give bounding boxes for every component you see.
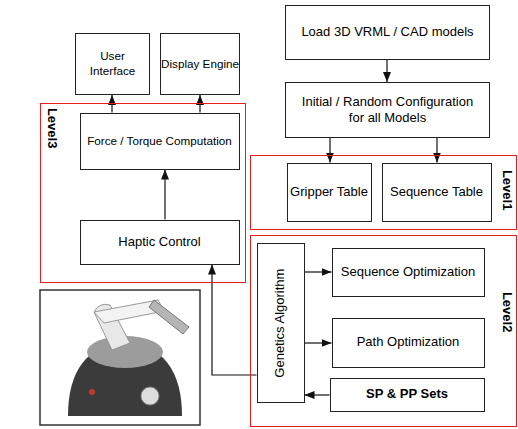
device-stylus <box>149 300 189 334</box>
box-label: Force / Torque Computation <box>87 134 232 149</box>
process-box: Sequence Optimization <box>332 248 485 297</box>
process-box: Load 3D VRML / CAD models <box>285 5 490 60</box>
level-label: Level3 <box>44 107 60 147</box>
device-logo <box>89 389 95 395</box>
process-box: Initial / Random Configuration for all M… <box>285 82 490 138</box>
arrow-connector <box>305 342 332 343</box>
photo-frame <box>40 290 200 425</box>
box-label: Path Optimization <box>357 334 460 350</box>
algorithm-box: Genetics Algorithm <box>257 243 305 403</box>
process-box: User Interface <box>75 33 150 95</box>
arrow-connector <box>164 170 165 220</box>
process-box: Path Optimization <box>332 318 485 368</box>
box-label: Sequence Optimization <box>341 264 475 280</box>
process-box: Display Engine <box>160 33 240 95</box>
arrow-connector <box>305 271 332 272</box>
process-box: Haptic Control <box>80 220 240 265</box>
level-region: Level2 Genetics Algorithm Sequence Optimiz… <box>250 235 517 427</box>
box-label: Sequence Table <box>390 184 483 200</box>
process-box: SP & PP Sets <box>330 378 485 412</box>
arrow-connector <box>436 138 437 163</box>
box-label: Genetics Algorithm <box>272 268 288 377</box>
device-button <box>141 387 159 405</box>
process-box: Gripper Table <box>287 163 372 222</box>
box-label: Load 3D VRML / CAD models <box>301 24 473 40</box>
level-label: Level1 <box>499 169 515 209</box>
box-label: User Interface <box>76 49 149 78</box>
box-label: Initial / Random Configuration for all M… <box>302 94 474 127</box>
box-label: Haptic Control <box>118 234 200 250</box>
level-region: Level1 Gripper Table Sequence Table <box>250 155 517 230</box>
level-label: Level2 <box>499 291 515 331</box>
box-label: Display Engine <box>161 57 239 72</box>
box-label: SP & PP Sets <box>366 386 448 402</box>
box-label: Gripper Table <box>290 184 368 200</box>
arrow-connector <box>386 60 387 82</box>
arrow-connector <box>305 394 330 395</box>
process-box: Sequence Table <box>382 163 492 222</box>
level-region: Level3Force / Torque ComputationHaptic C… <box>40 103 246 283</box>
arrow-connector <box>329 138 330 163</box>
process-box: Force / Torque Computation <box>80 113 240 170</box>
